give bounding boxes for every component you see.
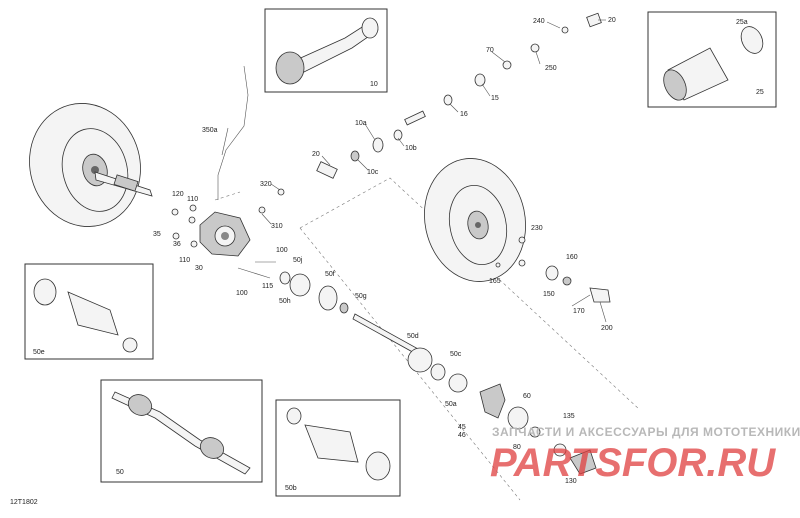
label-10c: 10c [367, 169, 379, 176]
leader-lines [221, 19, 607, 323]
label-170: 170 [573, 308, 585, 315]
label-110-a: 110 [187, 196, 198, 203]
label-115: 115 [262, 283, 273, 290]
label-50d: 50d [407, 333, 419, 340]
hub-knuckle [479, 383, 597, 475]
label-50e: 50e [33, 349, 45, 356]
label-160: 160 [566, 254, 578, 261]
label-16: 16 [460, 111, 468, 118]
watermark-brand: PARTSFOR.RU [490, 441, 776, 485]
label-25a: 25a [736, 19, 748, 26]
right-wheel [424, 158, 526, 282]
label-100-b: 100 [236, 290, 248, 297]
label-36: 36 [173, 241, 181, 248]
label-165: 165 [489, 278, 501, 285]
label-60: 60 [523, 393, 531, 400]
label-10b: 10b [405, 145, 417, 152]
label-100-a: 100 [276, 247, 288, 254]
watermark: ЗАПЧАСТИ И АКСЕССУАРЫ ДЛЯ МОТОТЕХНИКИ PA… [490, 425, 800, 485]
label-35: 35 [153, 231, 161, 238]
inset-box-10 [264, 8, 388, 93]
inset-box-25 [647, 11, 777, 108]
watermark-tagline: ЗАПЧАСТИ И АКСЕССУАРЫ ДЛЯ МОТОТЕХНИКИ [492, 425, 800, 439]
label-230: 230 [531, 225, 543, 232]
label-10: 10 [370, 81, 378, 88]
label-70: 70 [486, 47, 494, 54]
label-80: 80 [513, 444, 521, 451]
differential-housing [199, 211, 251, 257]
left-axle-shaft [94, 171, 153, 197]
label-50h: 50h [279, 298, 291, 305]
label-15: 15 [491, 95, 499, 102]
label-50g: 50g [355, 293, 367, 300]
label-50f: 50f [325, 271, 335, 278]
inset-box-50e [24, 263, 154, 360]
center-shaft-parts [316, 12, 602, 179]
left-fasteners [171, 188, 285, 279]
label-110-b: 110 [179, 257, 190, 264]
hub-hardware [495, 236, 611, 303]
label-150: 150 [543, 291, 555, 298]
label-135: 135 [563, 413, 575, 420]
label-120: 120 [172, 191, 184, 198]
label-320: 320 [260, 181, 272, 188]
label-240: 240 [533, 18, 545, 25]
label-200: 200 [601, 325, 613, 332]
label-10a: 10a [355, 120, 367, 127]
label-50: 50 [116, 469, 124, 476]
diagram-reference-code: 12T1802 [10, 499, 38, 506]
label-30: 30 [195, 265, 203, 272]
inset-box-50 [100, 379, 263, 483]
inset-box-50b [275, 399, 401, 497]
left-wheel [29, 103, 141, 227]
half-shaft [279, 271, 468, 393]
label-45: 45 [458, 424, 466, 431]
label-46: 46 [458, 432, 466, 439]
label-350a: 350a [202, 127, 218, 134]
label-310: 310 [271, 223, 283, 230]
part-labels: 10 10a 10b 10c 15 16 20 20 25 25a 30 35 … [33, 17, 764, 492]
label-50a: 50a [445, 401, 457, 408]
label-50b: 50b [285, 485, 297, 492]
label-20-mid: 20 [312, 151, 320, 158]
label-130: 130 [565, 478, 577, 485]
label-250: 250 [545, 65, 557, 72]
label-50c: 50c [450, 351, 462, 358]
breather-tube [217, 65, 249, 200]
label-25: 25 [756, 89, 764, 96]
label-50j: 50j [293, 257, 303, 264]
label-20-top: 20 [608, 17, 616, 24]
